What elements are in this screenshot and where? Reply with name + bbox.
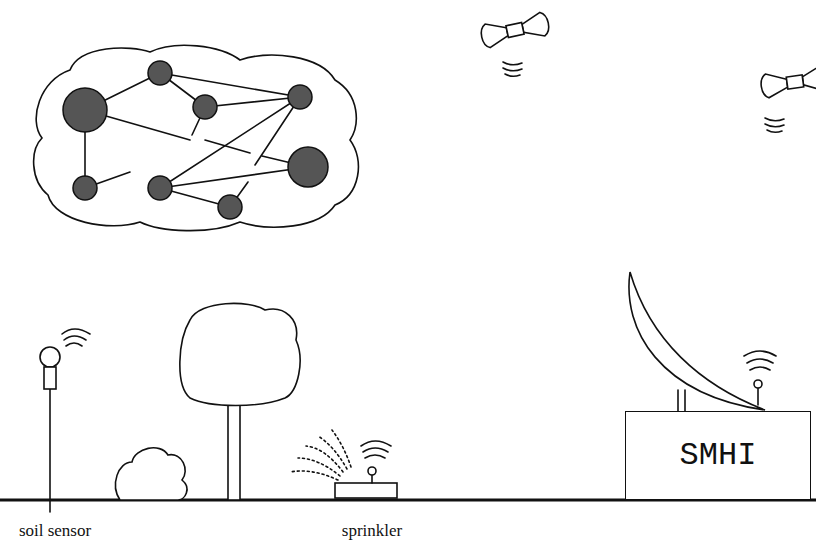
signal [503, 62, 522, 76]
part-label: sprinkler [342, 522, 402, 541]
station-name: SMHI [680, 437, 757, 474]
cloud [34, 45, 359, 230]
satellite [760, 66, 816, 98]
sprinkler [290, 430, 397, 498]
satellite [479, 11, 551, 49]
tree [180, 303, 300, 500]
signal [765, 118, 784, 132]
bush [116, 448, 187, 500]
network-nodes [63, 61, 328, 219]
soil-sensor [40, 329, 90, 512]
network-links [85, 73, 308, 207]
station-box: SMHI [625, 411, 811, 500]
part-label: soil sensor [19, 522, 91, 541]
satellite-dish [629, 272, 776, 411]
